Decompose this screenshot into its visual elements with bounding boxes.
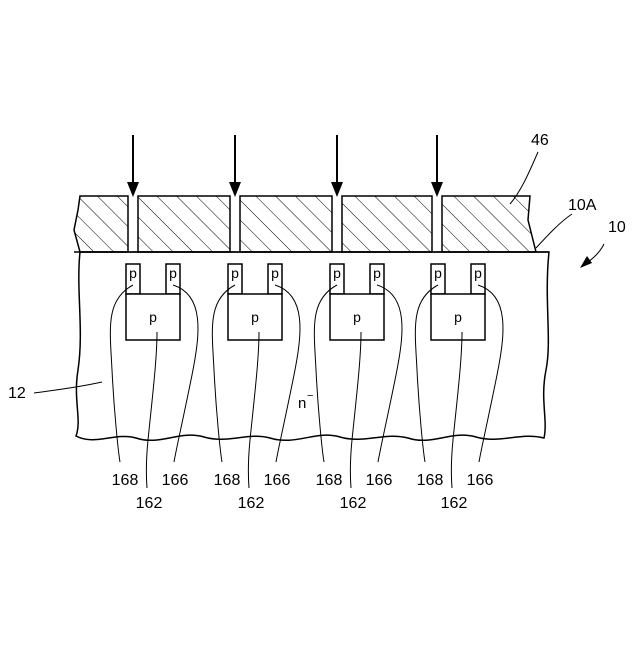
label-166-2: 166 xyxy=(264,472,291,489)
big-p-2: p xyxy=(251,309,259,325)
arrow-1 xyxy=(127,135,139,197)
label-168-3: 168 xyxy=(316,472,343,489)
label-168-2: 168 xyxy=(214,472,241,489)
big-p-4: p xyxy=(454,309,462,325)
label-12: 12 xyxy=(8,382,102,402)
column-2: p p p 168 166 162 xyxy=(212,264,300,512)
small-p-left-3: p xyxy=(333,265,341,281)
arrow-3 xyxy=(331,135,343,197)
label-162-2: 162 xyxy=(238,495,265,512)
column-4: p p p 168 166 162 xyxy=(415,264,503,512)
label-166-4: 166 xyxy=(467,472,494,489)
n-minus-text: n xyxy=(298,395,306,412)
small-p-left-2: p xyxy=(231,265,239,281)
label-168-1: 168 xyxy=(112,472,139,489)
label-10A-text: 10A xyxy=(568,197,597,214)
n-minus-label: n − xyxy=(298,390,313,412)
n-minus-superscript: − xyxy=(307,390,313,402)
label-12-text: 12 xyxy=(8,385,26,402)
small-p-right-1: p xyxy=(169,265,177,281)
label-162-3: 162 xyxy=(340,495,367,512)
small-p-right-3: p xyxy=(373,265,381,281)
arrow-2 xyxy=(229,135,241,197)
small-p-right-4: p xyxy=(474,265,482,281)
label-162-4: 162 xyxy=(441,495,468,512)
label-46: 46 xyxy=(510,132,549,204)
label-168-4: 168 xyxy=(417,472,444,489)
small-p-right-2: p xyxy=(271,265,279,281)
arrow-4 xyxy=(431,135,443,197)
implant-arrows xyxy=(127,135,443,197)
mask-layer xyxy=(74,196,549,252)
small-p-left-4: p xyxy=(434,265,442,281)
label-166-3: 166 xyxy=(366,472,393,489)
label-10-text: 10 xyxy=(608,219,626,236)
column-3: p p p 168 166 162 xyxy=(314,264,402,512)
label-10A: 10A xyxy=(536,197,597,248)
big-p-1: p xyxy=(149,309,157,325)
big-p-3: p xyxy=(353,309,361,325)
label-10: 10 xyxy=(580,219,626,268)
label-166-1: 166 xyxy=(162,472,189,489)
label-162-1: 162 xyxy=(136,495,163,512)
column-1: p p p 168 166 162 xyxy=(110,264,198,512)
small-p-left-1: p xyxy=(129,265,137,281)
label-46-text: 46 xyxy=(531,132,549,149)
